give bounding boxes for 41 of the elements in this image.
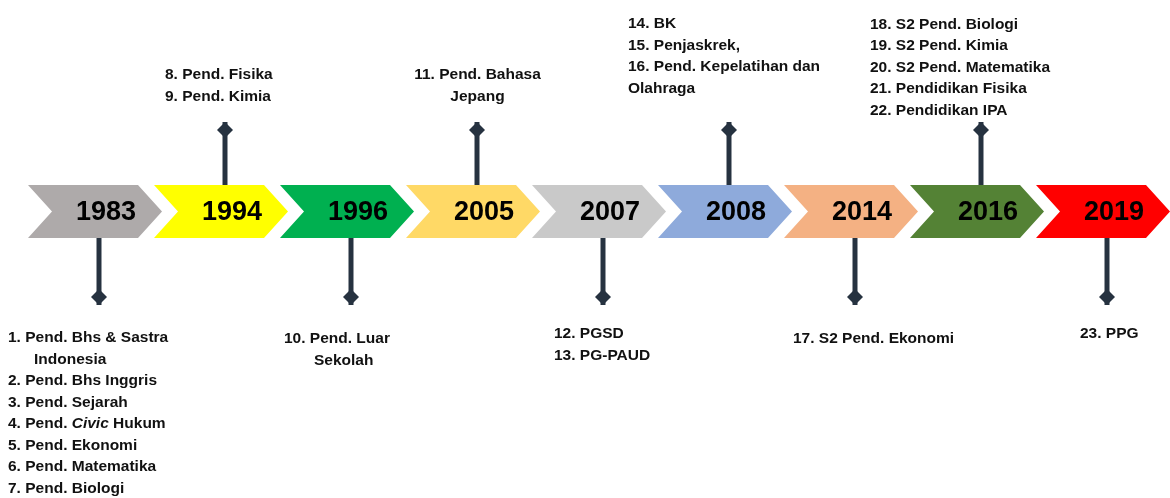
program-list-item: 13. PG-PAUD <box>554 344 651 365</box>
year-label: 2008 <box>705 196 767 227</box>
program-list-item: 3. Pend. Sejarah <box>8 391 128 412</box>
year-label: 1994 <box>201 196 263 227</box>
program-list-item: 22. Pendidikan IPA <box>870 99 1008 120</box>
program-list-item: 21. Pendidikan Fisika <box>870 78 1027 98</box>
leader-line <box>343 238 359 305</box>
leader-line <box>847 238 863 305</box>
program-list-item: 19. S2 Pend. Kimia <box>870 35 1008 55</box>
year-label: 1983 <box>75 196 137 227</box>
leader-line <box>721 122 737 185</box>
program-list-item: 7. Pend. Biologi <box>8 477 125 498</box>
program-list-item: 6. Pend. Matematika <box>8 456 157 476</box>
program-list-item: 8. Pend. Fisika <box>165 64 273 84</box>
program-list-item: 15. Penjaskrek, <box>628 34 741 55</box>
program-list-item: 4. Pend. Civic Hukum <box>8 413 166 433</box>
year-label: 2016 <box>957 196 1019 227</box>
leader-line <box>469 122 485 185</box>
leader-line <box>217 122 233 185</box>
leader-line <box>595 238 611 305</box>
program-list-item: 1. Pend. Bhs & Sastra Indonesia <box>8 327 170 369</box>
program-list-item: 5. Pend. Ekonomi <box>8 434 138 455</box>
leader-line <box>91 238 107 305</box>
program-list-item: 18. S2 Pend. Biologi <box>870 13 1019 34</box>
leader-line <box>973 122 989 185</box>
program-list-item: 20. S2 Pend. Matematika <box>870 56 1051 77</box>
year-label: 2019 <box>1083 196 1145 227</box>
program-list-item: 12. PGSD <box>554 323 624 343</box>
program-list-item: 14. BK <box>628 13 677 33</box>
program-list-item: 2. Pend. Bhs Inggris <box>8 370 157 390</box>
year-label: 2007 <box>579 196 641 227</box>
year-label: 2005 <box>453 196 515 227</box>
program-list-item: 16. Pend. Kepelatihan dan Olahraga <box>628 56 822 98</box>
year-label: 2014 <box>831 196 893 227</box>
program-list-item: 9. Pend. Kimia <box>165 85 271 106</box>
program-list-item: 23. PPG <box>1080 323 1139 343</box>
year-label: 1996 <box>327 196 389 227</box>
program-list-item: 11. Pend. Bahasa Jepang <box>413 64 542 106</box>
program-list-item: 17. S2 Pend. Ekonomi <box>793 328 955 348</box>
leader-line <box>1099 238 1115 305</box>
program-list-item: 10. Pend. Luar Sekolah <box>284 328 391 370</box>
